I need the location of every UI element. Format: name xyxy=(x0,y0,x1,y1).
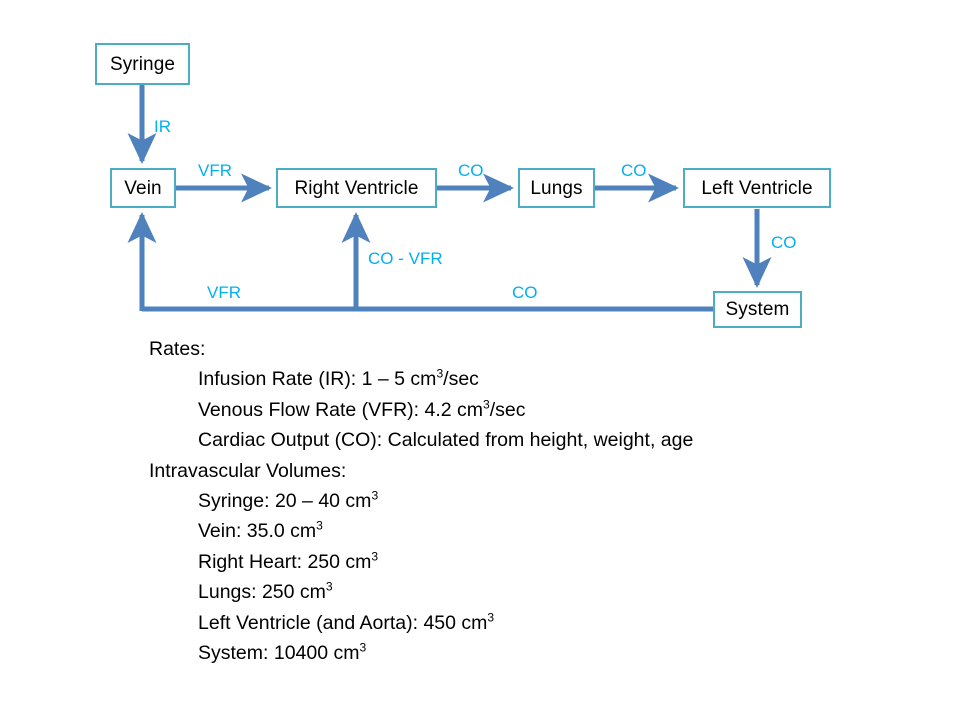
edge-label-co-return: CO xyxy=(512,283,538,302)
edge-label-vfr-vein-rv: VFR xyxy=(198,161,232,180)
edge-label-co-lv-system: CO xyxy=(771,233,797,252)
volume-item: Left Ventricle (and Aorta): 450 cm3 xyxy=(198,610,495,634)
node-left-ventricle[interactable]: Left Ventricle xyxy=(683,168,831,208)
node-right-ventricle-label: Right Ventricle xyxy=(294,177,419,199)
rates-heading: Rates: xyxy=(149,338,206,360)
node-vein[interactable]: Vein xyxy=(110,168,176,208)
diagram-connectors xyxy=(127,85,772,312)
edge-label-vfr-return: VFR xyxy=(207,283,241,302)
edge-label-ir: IR xyxy=(154,117,171,136)
flow-diagram: Syringe Vein Right Ventricle Lungs Left … xyxy=(0,0,960,340)
volume-item: Vein: 35.0 cm3 xyxy=(198,518,323,543)
node-vein-label: Vein xyxy=(124,177,162,199)
node-lungs[interactable]: Lungs xyxy=(518,168,595,208)
volume-item: Syringe: 20 – 40 cm3 xyxy=(198,488,379,513)
volume-item: Right Heart: 250 cm3 xyxy=(198,549,379,573)
rate-item: Venous Flow Rate (VFR): 4.2 cm3/sec xyxy=(198,397,526,421)
edge-label-co-minus-vfr: CO - VFR xyxy=(368,249,443,268)
node-system[interactable]: System xyxy=(713,291,802,328)
volume-item: System: 10400 cm3 xyxy=(198,640,367,665)
volume-item: Lungs: 250 cm3 xyxy=(198,579,333,604)
node-syringe-label: Syringe xyxy=(109,53,176,75)
notes-block: Rates: Infusion Rate (IR): 1 – 5 cm3/sec… xyxy=(149,334,939,668)
rate-item: Infusion Rate (IR): 1 – 5 cm3/sec xyxy=(198,366,479,391)
edge-label-co-lungs-lv: CO xyxy=(621,161,647,180)
node-left-ventricle-label: Left Ventricle xyxy=(701,177,813,199)
volumes-heading: Intravascular Volumes: xyxy=(149,459,347,482)
rate-item: Cardiac Output (CO): Calculated from hei… xyxy=(198,429,694,452)
node-right-ventricle[interactable]: Right Ventricle xyxy=(276,168,437,208)
node-system-label: System xyxy=(725,299,790,320)
edge-label-co-rv-lungs: CO xyxy=(458,161,484,180)
node-syringe[interactable]: Syringe xyxy=(95,43,190,85)
node-lungs-label: Lungs xyxy=(530,177,583,199)
